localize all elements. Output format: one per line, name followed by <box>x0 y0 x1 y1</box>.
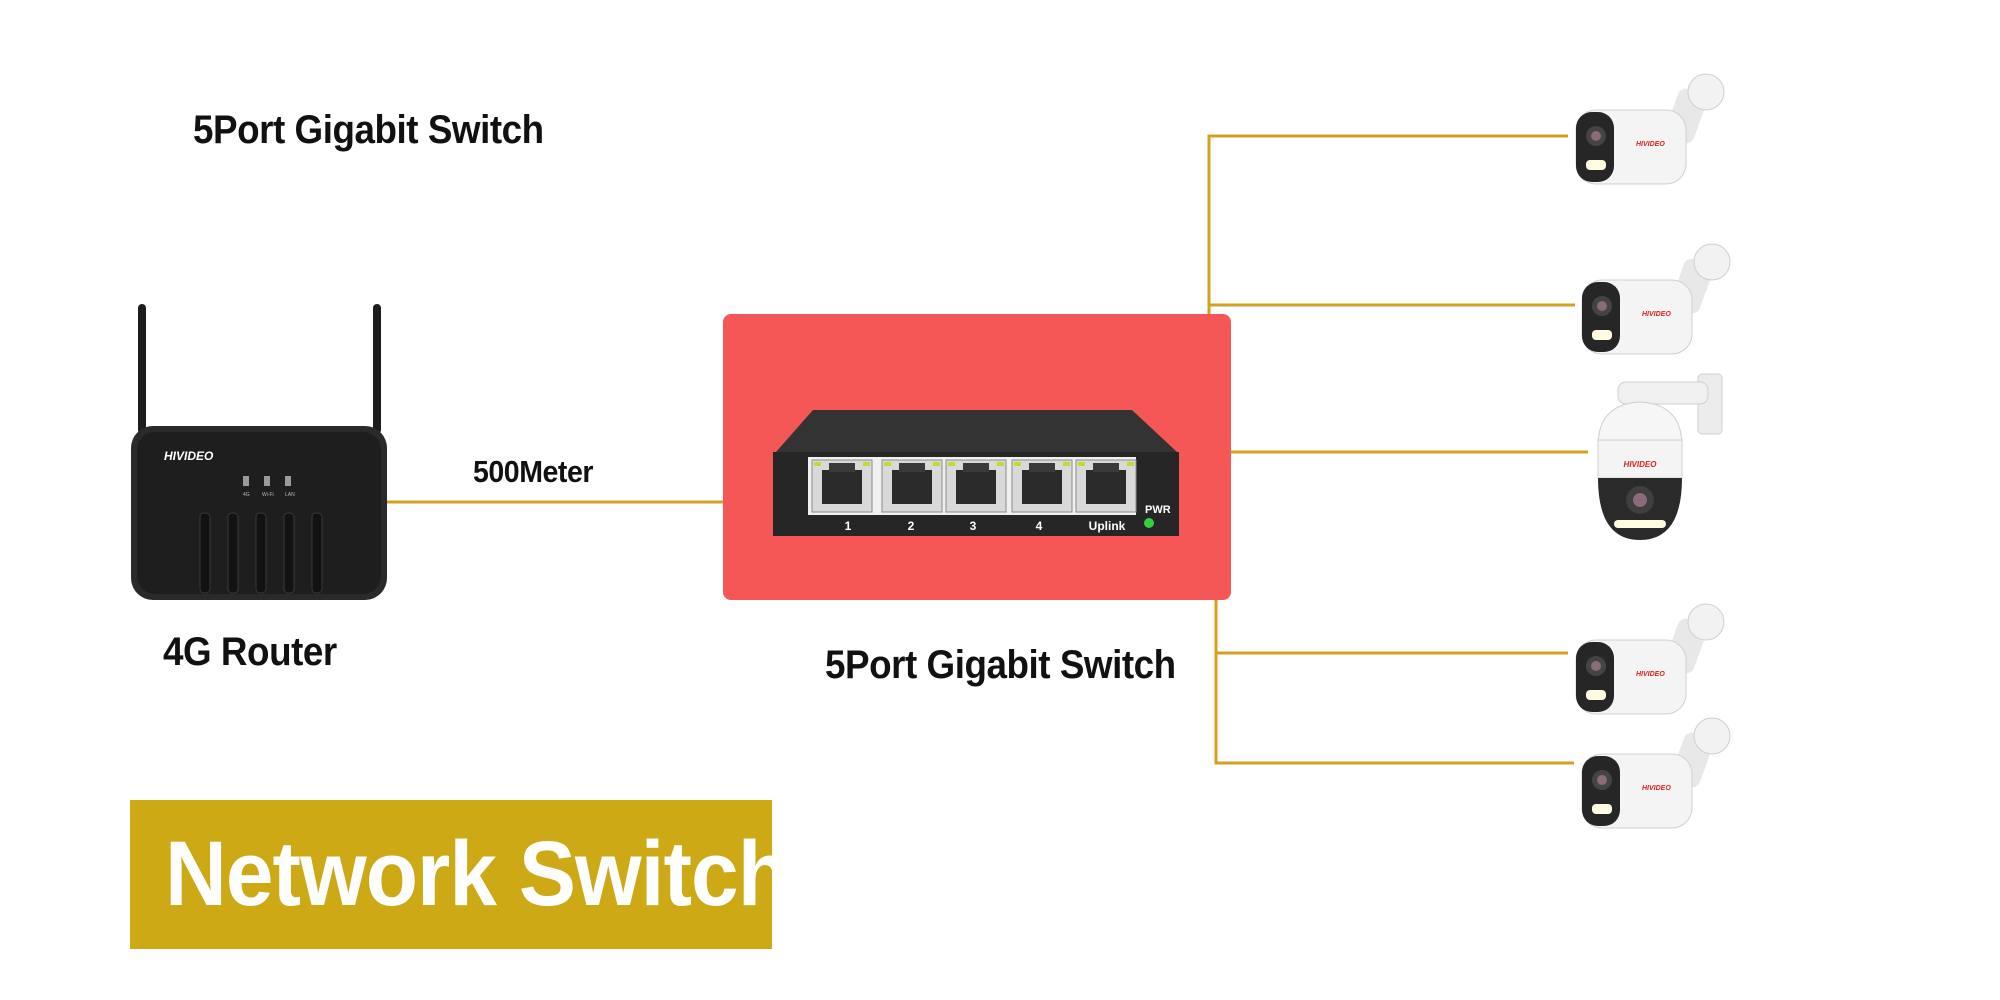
switch-port-1: 1 <box>811 459 873 533</box>
router-label: 4G Router <box>163 630 337 674</box>
camera-brand: HIVIDEO <box>1642 785 1671 792</box>
camera-brand: HIVIDEO <box>1624 460 1658 469</box>
banner-title: Network Switch <box>165 823 790 925</box>
camera-brand: HIVIDEO <box>1636 141 1665 148</box>
power-led <box>1144 518 1154 528</box>
switch-device: 1 2 3 4 Uplink PWR <box>773 410 1179 536</box>
switch-port-4: 4 <box>1011 459 1073 533</box>
switch-port-label: 4 <box>1036 519 1043 533</box>
router-device: HIVIDEO 4G Wi-Fi LAN <box>131 304 387 600</box>
switch-label: 5Port Gigabit Switch <box>825 643 1176 687</box>
bullet-camera-2: HIVIDEO <box>1581 243 1731 355</box>
power-label: PWR <box>1145 504 1171 516</box>
cable-distance-label: 500Meter <box>473 454 593 489</box>
camera-1-cable <box>1207 134 1568 314</box>
bullet-camera-4: HIVIDEO <box>1575 603 1725 715</box>
router-antenna-left <box>138 304 146 434</box>
bullet-camera-5: HIVIDEO <box>1581 717 1731 829</box>
bullet-camera-1: HIVIDEO <box>1575 73 1725 185</box>
camera-brand: HIVIDEO <box>1636 671 1665 678</box>
switch-top-face <box>776 410 1177 452</box>
title-banner: Network Switch <box>130 800 790 949</box>
ptz-dome-camera: HIVIDEO <box>1597 373 1723 540</box>
switch-ports: 1 2 3 4 Uplink <box>811 459 1137 533</box>
switch-port-label: 1 <box>845 519 852 533</box>
router-indicator-lan: LAN <box>285 492 295 498</box>
switch-port-2: 2 <box>881 459 943 533</box>
router-brand: HIVIDEO <box>164 449 214 463</box>
switch-port-label: 3 <box>970 519 977 533</box>
router-indicator-4g: 4G <box>243 492 250 498</box>
cameras: HIVIDEO HIVIDEO HIVIDEO HIVIDEO HIVIDEO <box>1575 73 1731 829</box>
switch-port-3: 3 <box>945 459 1007 533</box>
connection-wires <box>385 134 1588 765</box>
camera-4-cable <box>1214 600 1574 765</box>
switch-port-label: Uplink <box>1089 519 1126 533</box>
diagram-heading: 5Port Gigabit Switch <box>193 108 544 152</box>
switch-port-5: Uplink <box>1075 459 1137 533</box>
router-vent-slots <box>199 512 323 594</box>
switch-port-label: 2 <box>908 519 915 533</box>
router-indicator-wifi: Wi-Fi <box>262 492 274 498</box>
router-indicator-icons <box>243 476 291 486</box>
camera-brand: HIVIDEO <box>1642 311 1671 318</box>
router-antenna-right <box>373 304 381 434</box>
